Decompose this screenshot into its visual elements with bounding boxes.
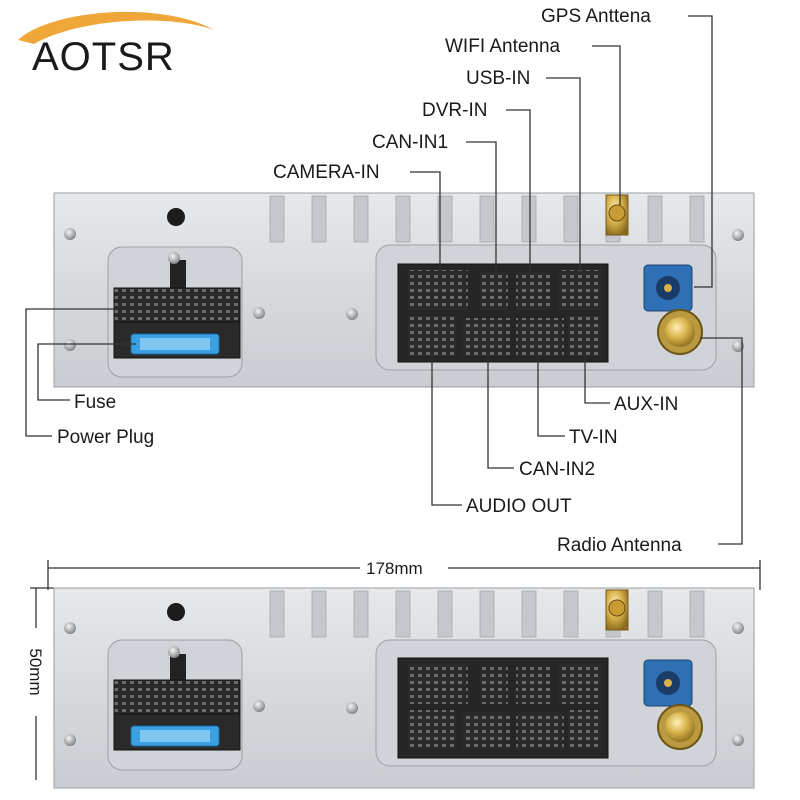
label-can-in2: CAN-IN2 <box>519 459 595 480</box>
logo-swoosh-icon <box>18 11 214 45</box>
label-radio-antenna: Radio Antenna <box>557 535 682 556</box>
screw-icon <box>346 308 358 320</box>
label-fuse: Fuse <box>74 392 116 413</box>
bottom-connector-block <box>397 657 609 759</box>
screw-icon <box>168 252 180 264</box>
dimension-width-label: 178mm <box>366 559 423 578</box>
label-dvr-in: DVR-IN <box>422 100 487 121</box>
screw-icon <box>253 700 265 712</box>
screw-icon <box>64 228 76 240</box>
screw-icon <box>346 702 358 714</box>
dimension-height: 50mm <box>26 587 54 780</box>
bottom-hole <box>167 603 185 621</box>
label-aux-in: AUX-IN <box>614 394 678 415</box>
screw-icon <box>732 622 744 634</box>
top-connector-block <box>397 263 609 363</box>
bottom-unit <box>53 587 755 789</box>
top-radio-antenna-connector <box>657 309 703 355</box>
label-can-in1: CAN-IN1 <box>372 132 448 153</box>
top-unit <box>53 192 755 388</box>
screw-icon <box>732 229 744 241</box>
dimension-height-label: 50mm <box>26 648 45 695</box>
label-gps-antenna: GPS Anttena <box>541 6 651 27</box>
bottom-gps-connector <box>605 589 629 631</box>
label-camera-in: CAMERA-IN <box>273 162 380 183</box>
brand-logo: AOTSR <box>18 11 214 79</box>
leader-lines <box>25 15 743 545</box>
label-audio-out: AUDIO OUT <box>466 496 572 517</box>
label-wifi-antenna: WIFI Antenna <box>445 36 561 57</box>
top-wifi-connector <box>643 264 693 312</box>
bottom-cooling-fins <box>269 590 705 638</box>
bottom-radio-antenna-connector <box>657 704 703 750</box>
label-tv-in: TV-IN <box>569 427 618 448</box>
top-fuse <box>130 333 220 355</box>
dimension-width: 178mm <box>47 559 761 590</box>
screw-icon <box>253 307 265 319</box>
bottom-fuse <box>130 725 220 747</box>
screw-icon <box>64 339 76 351</box>
bottom-wifi-connector <box>643 659 693 707</box>
label-usb-in: USB-IN <box>466 68 530 89</box>
top-gps-connector <box>605 194 629 236</box>
label-power-plug: Power Plug <box>57 427 154 448</box>
screw-icon <box>732 734 744 746</box>
top-hole <box>167 208 185 226</box>
screw-icon <box>64 622 76 634</box>
screw-icon <box>732 340 744 352</box>
screw-icon <box>168 646 180 658</box>
brand-name: AOTSR <box>32 35 175 79</box>
screw-icon <box>64 734 76 746</box>
